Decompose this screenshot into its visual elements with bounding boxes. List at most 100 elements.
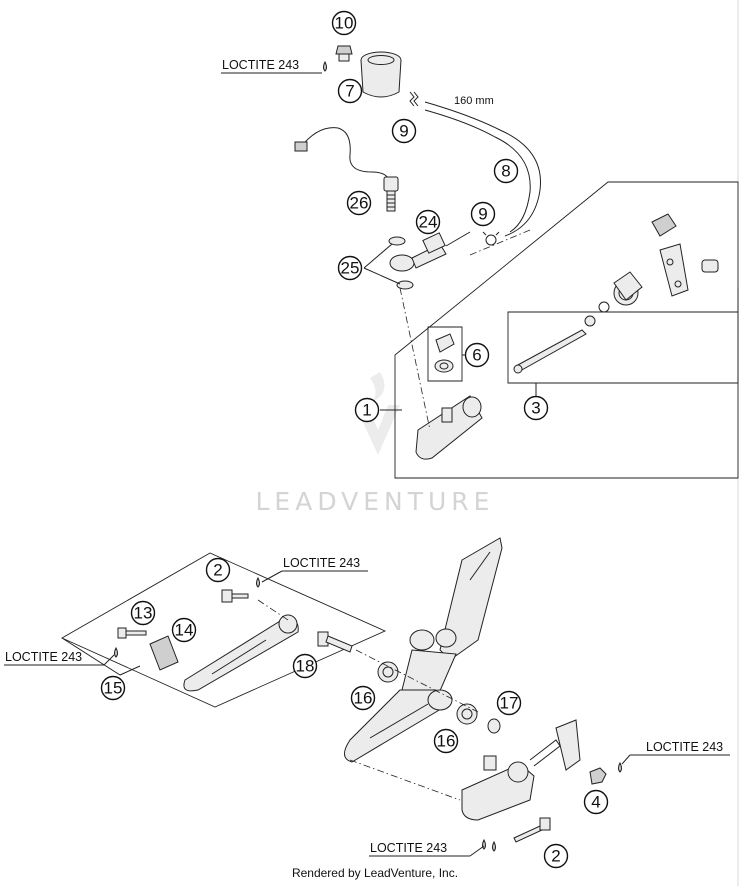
svg-text:2: 2 xyxy=(213,561,222,580)
loctite-label-mid: LOCTITE 243 xyxy=(283,556,360,570)
svg-text:16: 16 xyxy=(354,689,373,708)
callout-6[interactable]: 6 xyxy=(464,342,490,368)
leader-15 xyxy=(61,637,141,676)
callout-9-upper[interactable]: 9 xyxy=(391,118,417,144)
loctite-drop-mid xyxy=(256,576,260,588)
fitting-part-6[interactable] xyxy=(434,333,455,373)
callout-7[interactable]: 7 xyxy=(337,78,363,104)
brake-pedal-arm[interactable] xyxy=(183,614,299,692)
callout-18[interactable]: 18 xyxy=(292,653,318,679)
svg-text:13: 13 xyxy=(134,604,153,623)
svg-text:16: 16 xyxy=(437,732,456,751)
master-cylinder-lower[interactable] xyxy=(461,719,581,821)
callout-2-bottom[interactable]: 2 xyxy=(543,843,569,869)
callout-8[interactable]: 8 xyxy=(493,158,519,184)
callout-10[interactable]: 10 xyxy=(331,10,357,36)
callout-2-top[interactable]: 2 xyxy=(205,557,231,583)
loctite-label-top: LOCTITE 243 xyxy=(222,58,299,72)
bearing-part-16b[interactable] xyxy=(456,703,478,725)
callout-25[interactable]: 25 xyxy=(337,255,363,281)
svg-text:8: 8 xyxy=(501,162,510,181)
loctite-drop-top xyxy=(323,60,327,72)
svg-text:10: 10 xyxy=(335,14,354,33)
sensor-cable xyxy=(299,127,389,179)
leader-dashed-3 xyxy=(355,649,479,713)
nut-part-4[interactable] xyxy=(589,767,607,785)
loctite-leader-mid xyxy=(261,570,283,583)
callout-26[interactable]: 26 xyxy=(346,190,372,216)
loctite-drop-right xyxy=(618,761,622,773)
leader-dashed-4 xyxy=(349,759,461,801)
leader-25 xyxy=(363,243,401,285)
hose-line-a xyxy=(424,101,541,237)
banjo-fitting-part[interactable] xyxy=(389,231,471,272)
loctite-label-left: LOCTITE 243 xyxy=(5,650,82,664)
spacer-part-17[interactable] xyxy=(487,718,501,734)
sensor-connector[interactable] xyxy=(294,141,308,152)
washer-lower[interactable] xyxy=(396,280,414,290)
loctite-drop-bottom-b xyxy=(492,840,496,852)
pin-part-18[interactable] xyxy=(317,631,353,653)
svg-text:9: 9 xyxy=(478,205,487,224)
bearing-inner-16b xyxy=(461,708,473,720)
hose-clamp-part[interactable] xyxy=(409,91,419,107)
callout-1[interactable]: 1 xyxy=(354,397,380,423)
hose-clamp-part-lower[interactable] xyxy=(482,231,500,246)
svg-text:26: 26 xyxy=(350,194,369,213)
svg-text:9: 9 xyxy=(399,122,408,141)
callout-3[interactable]: 3 xyxy=(523,395,549,421)
svg-text:18: 18 xyxy=(296,657,315,676)
bearing-inner-16a xyxy=(382,666,394,678)
svg-text:17: 17 xyxy=(500,694,519,713)
callout-4[interactable]: 4 xyxy=(583,789,609,815)
svg-text:15: 15 xyxy=(104,679,123,698)
hose-length-label: 160 mm xyxy=(454,95,494,107)
loctite-label-bottom: LOCTITE 243 xyxy=(370,841,447,855)
loctite-leader-bottom xyxy=(469,845,485,857)
footrest-bracket[interactable] xyxy=(344,537,503,763)
watermark-text: LEADVENTURE xyxy=(256,487,495,516)
reservoir-part[interactable] xyxy=(360,51,402,98)
loctite-drop-bottom-a xyxy=(482,838,486,850)
callout-16-left[interactable]: 16 xyxy=(350,685,376,711)
clevis-part[interactable] xyxy=(651,213,719,297)
callout-16-right[interactable]: 16 xyxy=(433,728,459,754)
svg-text:1: 1 xyxy=(362,401,371,420)
loctite-drop-left xyxy=(114,646,118,658)
bolt-part-2-top[interactable] xyxy=(221,589,249,603)
pedal-rubber-part[interactable] xyxy=(149,635,179,671)
loctite-leader-right xyxy=(621,754,631,765)
callout-15[interactable]: 15 xyxy=(100,675,126,701)
callout-14[interactable]: 14 xyxy=(171,617,197,643)
bolt-part-13[interactable] xyxy=(117,627,147,639)
bearing-part-16a[interactable] xyxy=(377,661,399,683)
loctite-label-right: LOCTITE 243 xyxy=(646,740,723,754)
seal-kit-box xyxy=(427,326,463,382)
svg-text:3: 3 xyxy=(531,399,540,418)
callout-13[interactable]: 13 xyxy=(130,600,156,626)
screw-part-10[interactable] xyxy=(335,45,353,62)
svg-text:2: 2 xyxy=(551,847,560,866)
svg-text:14: 14 xyxy=(175,621,194,640)
brake-light-switch-part[interactable] xyxy=(383,176,399,212)
pushrod-part[interactable] xyxy=(513,301,610,374)
leader-dashed-5 xyxy=(257,599,289,621)
svg-text:7: 7 xyxy=(345,82,354,101)
svg-text:4: 4 xyxy=(591,793,600,812)
rubber-boot-part[interactable] xyxy=(613,271,643,306)
master-cylinder-upper[interactable] xyxy=(415,395,483,460)
svg-text:25: 25 xyxy=(341,259,360,278)
svg-text:6: 6 xyxy=(472,346,481,365)
callout-24[interactable]: 24 xyxy=(415,209,441,235)
loctite-leader-left xyxy=(103,654,115,666)
footer-credit: Rendered by LeadVenture, Inc. xyxy=(291,866,459,880)
callout-17[interactable]: 17 xyxy=(496,690,522,716)
hose-line-b xyxy=(424,109,531,233)
callout-9-lower[interactable]: 9 xyxy=(470,201,496,227)
washer-upper[interactable] xyxy=(388,236,406,246)
leader-dashed-1 xyxy=(399,287,431,431)
lever-kit-box xyxy=(61,552,387,708)
bolt-part-2-bottom[interactable] xyxy=(513,817,551,843)
